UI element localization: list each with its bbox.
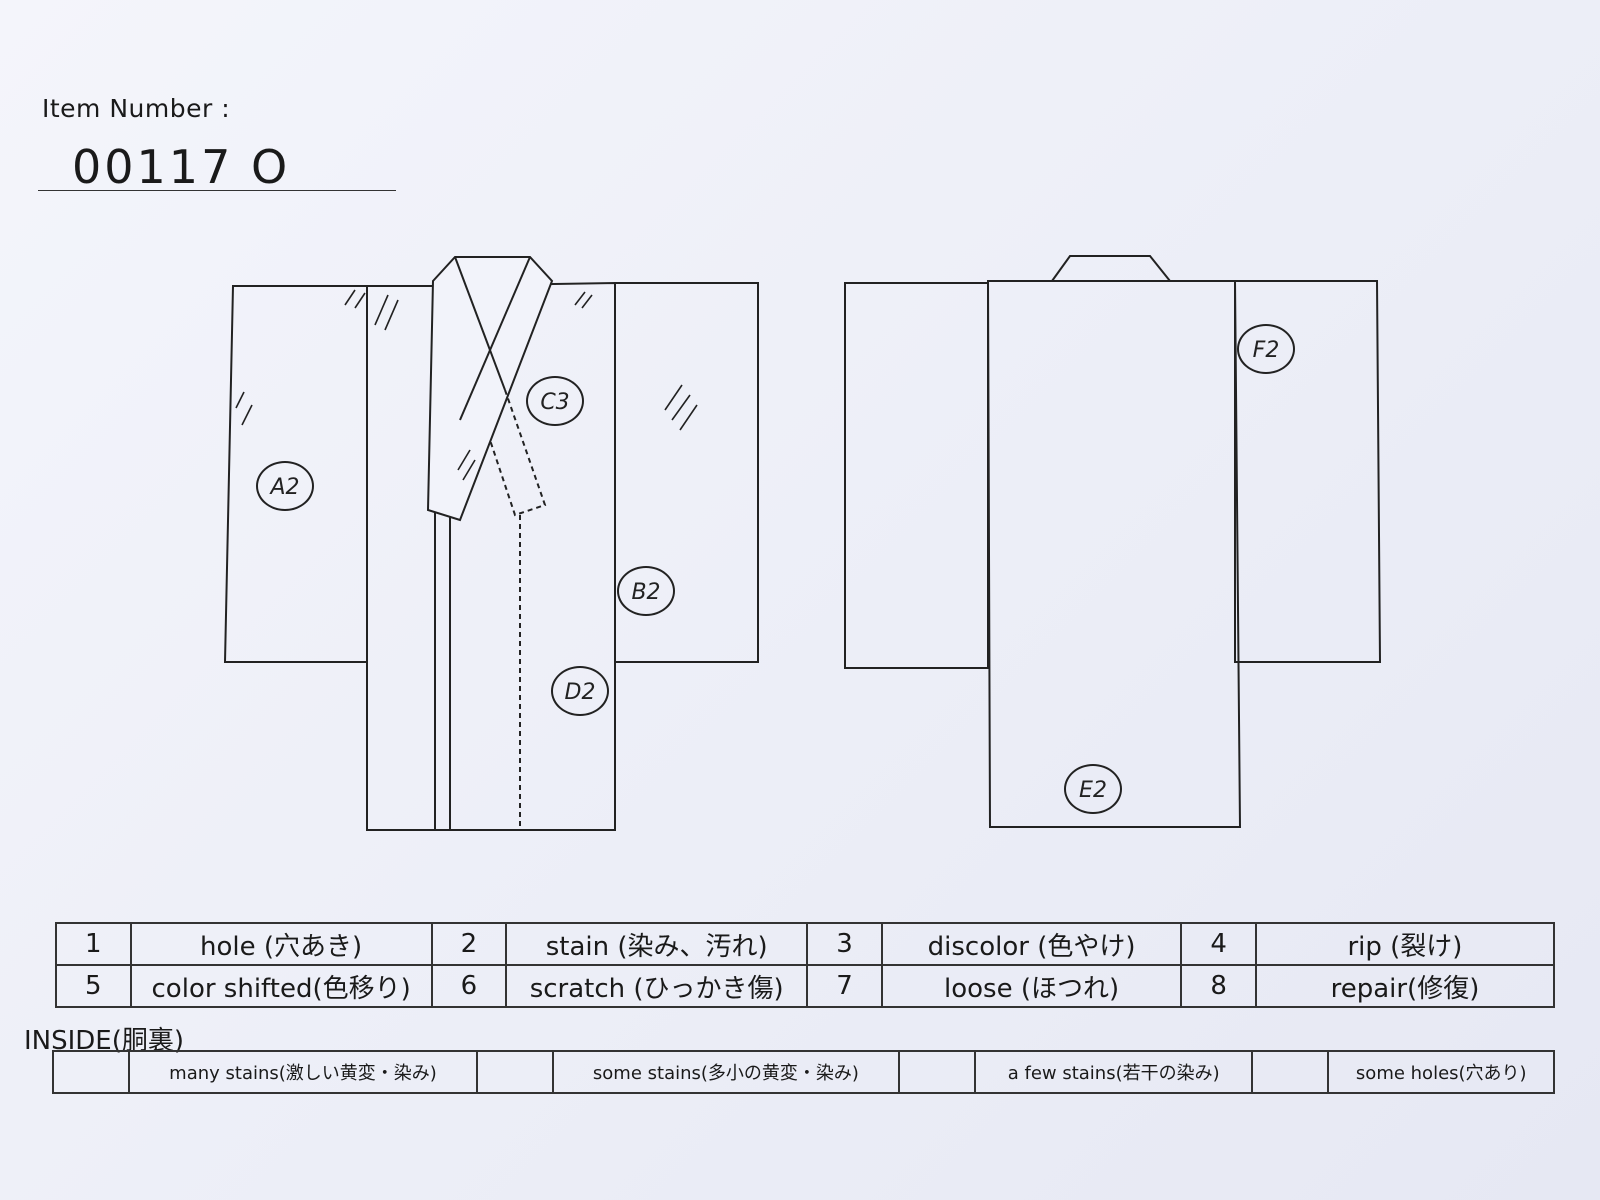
legend-label: repair(修復) [1254,964,1556,1008]
inside-label: many stains(激しい黄変・染み) [128,1050,478,1094]
inside-checkbox-cell[interactable] [475,1050,554,1094]
inside-label: some holes(穴あり) [1327,1050,1555,1094]
damage-mark-a: A2 [256,461,314,511]
back-body [986,280,1242,828]
damage-mark-b: B2 [617,566,675,616]
legend-number: 7 [806,964,883,1008]
front-collar-inner-2 [459,256,531,421]
item-number-value: 00117 O [72,140,291,194]
item-number-label: Item Number : [42,94,231,123]
damage-mark-d: D2 [551,666,609,716]
damage-mark-c: C3 [526,376,584,426]
legend-label: discolor (色やけ) [880,922,1183,966]
front-body-right [434,281,616,831]
damage-mark-f: F2 [1237,324,1295,374]
hatch-marks [235,289,698,481]
legend-label: stain (染み、汚れ) [505,922,809,966]
legend-number: 3 [806,922,883,966]
legend-number: 5 [55,964,132,1008]
legend-row: 1 hole (穴あき) 2 stain (染み、汚れ) 3 discolor … [55,922,1556,966]
front-body-left [366,285,436,831]
inside-checkbox-cell[interactable] [1251,1050,1330,1094]
legend-label: scratch (ひっかき傷) [505,964,809,1008]
back-right-sleeve [1234,280,1382,663]
kimono-back-view [844,255,1382,828]
back-collar [1050,255,1173,282]
legend-number: 2 [430,922,508,966]
inside-label: a few stains(若干の染み) [973,1050,1254,1094]
inside-checkbox-cell[interactable] [52,1050,130,1094]
inside-condition-table: many stains(激しい黄変・染み) some stains(多小の黄変・… [52,1050,1555,1094]
inside-checkbox-cell[interactable] [897,1050,976,1094]
front-collar-hidden [489,389,547,517]
legend-row: 5 color shifted(色移り) 6 scratch (ひっかき傷) 7… [55,964,1556,1008]
inside-label: some stains(多小の黄変・染み) [551,1050,900,1094]
legend-label: loose (ほつれ) [880,964,1183,1008]
legend-number: 4 [1180,922,1257,966]
damage-mark-e: E2 [1064,764,1122,814]
legend-number: 8 [1180,964,1257,1008]
legend-number: 1 [55,922,132,966]
legend-number: 6 [430,964,508,1008]
front-collar-inner [454,256,506,391]
back-left-sleeve [844,282,989,669]
inside-row: many stains(激しい黄変・染み) some stains(多小の黄変・… [52,1050,1555,1094]
legend-label: color shifted(色移り) [129,964,433,1008]
legend-label: rip (裂け) [1254,922,1556,966]
kimono-front-view [223,256,759,831]
legend-label: hole (穴あき) [129,922,433,966]
item-number-underline [38,190,396,191]
kimono-diagram [223,255,1382,831]
damage-legend-table: 1 hole (穴あき) 2 stain (染み、汚れ) 3 discolor … [55,922,1556,1008]
